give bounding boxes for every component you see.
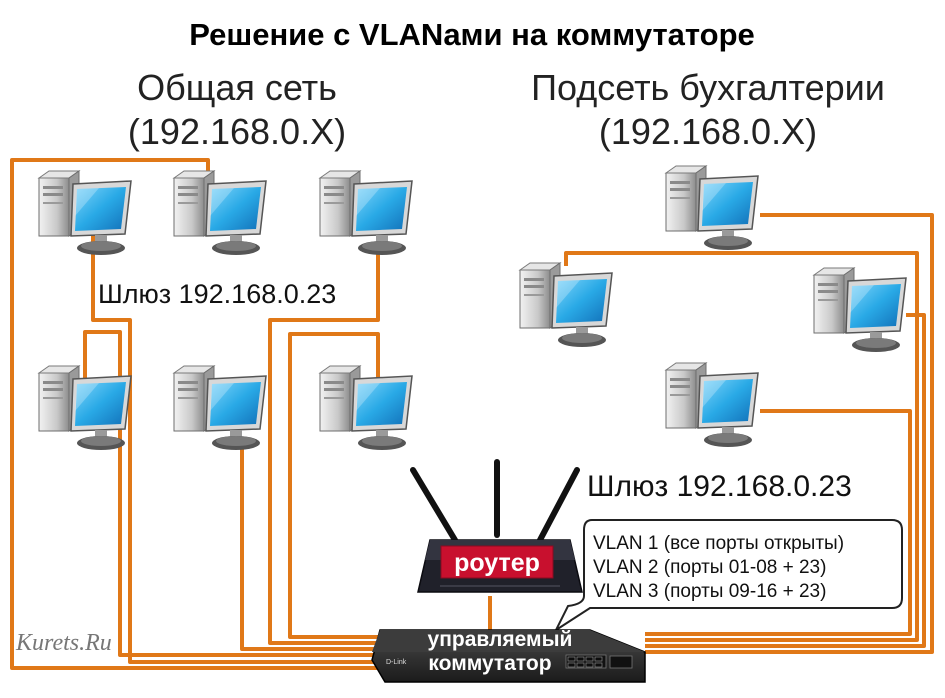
watermark: Kurets.Ru bbox=[15, 630, 112, 656]
desktop-computer-icon bbox=[319, 170, 413, 256]
switch-brand: D-Link bbox=[386, 659, 407, 666]
vlan-callout: VLAN 1 (все порты открыты) VLAN 2 (порты… bbox=[553, 519, 903, 633]
desktop-computer-icon bbox=[665, 165, 759, 251]
desktop-computer-icon bbox=[173, 170, 267, 256]
cable-pc4 bbox=[83, 330, 380, 657]
vlan-2-label: VLAN 2 (порты 01-08 + 23) bbox=[593, 557, 826, 578]
desktop-computer-icon bbox=[38, 170, 132, 256]
right-gateway-label: Шлюз 192.168.0.23 bbox=[587, 470, 852, 503]
cable-pc3 bbox=[268, 212, 380, 645]
router-label: роутер bbox=[454, 549, 540, 577]
cable-pc1 bbox=[10, 158, 380, 670]
switch-label-line2: коммутатор bbox=[428, 652, 551, 675]
left-network-subnet: (192.168.0.X) bbox=[128, 111, 346, 152]
diagram-title: Решение с VLANами на коммутаторе bbox=[189, 17, 755, 52]
cable-pc7 bbox=[645, 213, 934, 654]
desktop-computer-icon bbox=[665, 362, 759, 448]
cable-pc6 bbox=[288, 332, 380, 639]
vlan-1-label: VLAN 1 (все порты открыты) bbox=[593, 533, 844, 554]
vlan-3-label: VLAN 3 (порты 09-16 + 23) bbox=[593, 581, 826, 602]
desktop-computer-icon bbox=[319, 365, 413, 451]
cable-pc9 bbox=[645, 313, 926, 648]
left-gateway-label: Шлюз 192.168.0.23 bbox=[98, 279, 336, 309]
cable-pc8 bbox=[564, 251, 919, 642]
network-switch-icon: D-Link управляемый коммутатор bbox=[371, 628, 646, 683]
desktop-computer-icon bbox=[813, 267, 907, 353]
cable-pc10 bbox=[645, 409, 912, 636]
desktop-computer-icon bbox=[173, 365, 267, 451]
switch-label-line1: управляемый bbox=[428, 628, 573, 651]
desktop-computer-icon bbox=[38, 365, 132, 451]
left-network-name: Общая сеть bbox=[137, 67, 337, 108]
cable-pc5 bbox=[240, 440, 380, 651]
desktop-computer-icon bbox=[519, 262, 613, 348]
wifi-router-icon: роутер bbox=[410, 459, 583, 593]
right-network-name: Подсеть бухгалтерии bbox=[531, 67, 885, 108]
cable-pc2 bbox=[91, 232, 380, 664]
right-network-subnet: (192.168.0.X) bbox=[599, 111, 817, 152]
network-cables bbox=[10, 158, 934, 670]
